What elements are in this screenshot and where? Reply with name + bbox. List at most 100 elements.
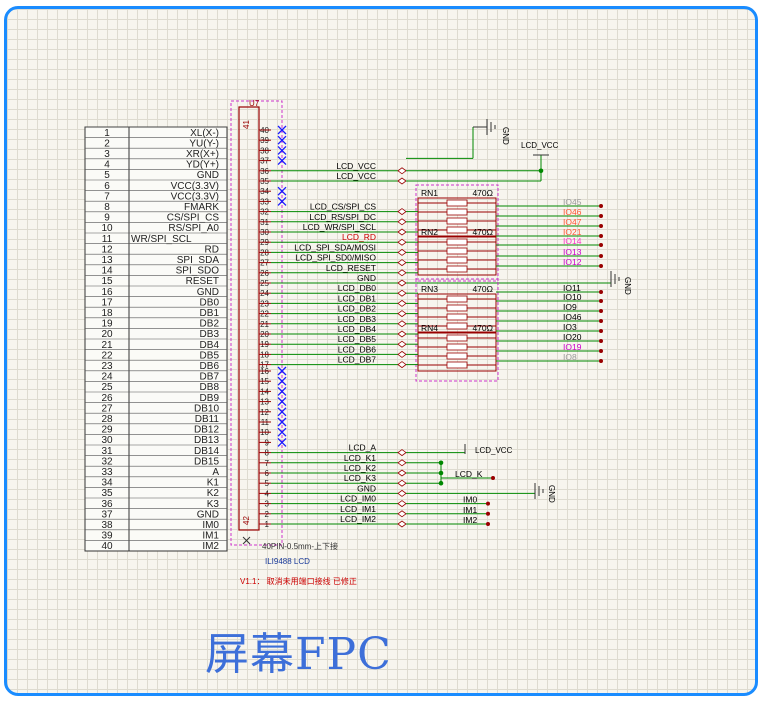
net-port <box>397 238 407 246</box>
k-endpoint <box>491 476 495 480</box>
net-label: LCD_DB5 <box>338 334 377 344</box>
net-port <box>397 177 407 185</box>
pin-table-number: 34 <box>101 478 113 489</box>
vcc-label: LCD_VCC <box>475 446 513 455</box>
pin-table-number: 9 <box>104 213 110 224</box>
io-label: IO13 <box>563 247 582 257</box>
io-endpoint <box>599 319 603 323</box>
pin-table-number: 36 <box>101 499 113 510</box>
io-label: IO3 <box>563 322 577 332</box>
net-port <box>397 479 407 487</box>
resistor-network-value: 470Ω <box>472 284 493 294</box>
pin-table-signal: GND <box>197 509 219 520</box>
connector-designator: U7 <box>249 99 260 108</box>
io-endpoint <box>599 254 603 258</box>
pin-table-number: 27 <box>101 403 113 414</box>
net-label: LCD_IM2 <box>340 514 376 524</box>
pin-table-signal: DB12 <box>194 425 219 436</box>
resistor-element <box>446 265 468 273</box>
io-endpoint <box>599 243 603 247</box>
pin-table-number: 31 <box>101 446 113 457</box>
net-label: LCD_DB0 <box>338 283 377 293</box>
nc-cross <box>277 135 287 145</box>
resistor-element <box>446 238 468 246</box>
net-port <box>397 228 407 236</box>
k-label: LCD_K <box>455 469 483 479</box>
pin-table-signal: SPI_SDA <box>177 255 220 266</box>
im-label: IM0 <box>463 495 477 505</box>
net-port <box>397 259 407 267</box>
nc-cross <box>242 536 251 545</box>
net-label: LCD_K3 <box>344 473 376 483</box>
net-port <box>397 289 407 297</box>
net-label: LCD_DB6 <box>338 344 377 354</box>
net-label: GND <box>357 273 376 283</box>
pin-table-number: 18 <box>101 308 113 319</box>
pin-table-number: 21 <box>101 340 113 351</box>
io-label: IO14 <box>563 236 582 246</box>
net-label: LCD_DB1 <box>338 293 377 303</box>
io-endpoint <box>599 214 603 218</box>
net-port <box>397 500 407 508</box>
net-port <box>397 469 407 477</box>
pin-table-number: 14 <box>101 266 113 277</box>
resistor-network-body <box>417 197 497 237</box>
pin-table-signal: SPI_SDO <box>176 266 220 277</box>
resistor-element <box>446 199 468 207</box>
io-endpoint <box>599 290 603 294</box>
net-label: LCD_VCC <box>336 171 376 181</box>
net-port <box>397 310 407 318</box>
pin-table-number: 28 <box>101 414 113 425</box>
io-endpoint <box>599 234 603 238</box>
pin-table-signal: DB9 <box>200 393 220 404</box>
pin-table-signal: K1 <box>207 478 220 489</box>
page-title: 屏幕FPC <box>205 629 392 680</box>
pin-table-signal: DB14 <box>194 446 219 457</box>
net-label: LCD_RESET <box>326 263 376 273</box>
pin-table-number: 23 <box>101 361 113 372</box>
im-endpoint <box>486 522 490 526</box>
pin-table-signal: DB11 <box>195 414 220 425</box>
net-label: LCD_IM0 <box>340 494 376 504</box>
pin-table-signal: DB4 <box>200 340 220 351</box>
net-port <box>397 218 407 226</box>
pin-table-number: 19 <box>101 319 113 330</box>
io-label: IO19 <box>563 342 582 352</box>
pin-table-signal: IM2 <box>202 541 219 552</box>
nc-cross <box>277 386 287 396</box>
io-label: IO12 <box>563 257 582 267</box>
io-label: IO21 <box>563 227 582 237</box>
net-port <box>397 510 407 518</box>
pin-table-signal: IM0 <box>202 520 219 531</box>
pin-table-signal: DB15 <box>194 456 219 467</box>
resistor-network-outline <box>415 184 499 282</box>
pin-table-signal: XR(X+) <box>186 149 219 160</box>
pin-table-number: 24 <box>101 372 113 383</box>
io-label: IO20 <box>563 332 582 342</box>
net-port <box>397 167 407 175</box>
gnd-label: GND <box>623 277 632 295</box>
pin-table-signal: K2 <box>207 488 220 499</box>
pin-table-number: 13 <box>101 255 113 266</box>
io-label: IO9 <box>563 302 577 312</box>
resistor-network-value: 470Ω <box>472 188 493 198</box>
net-label: LCD_RS/SPI_DC <box>309 212 376 222</box>
resistor-element <box>446 361 468 369</box>
pin-table-signal: DB10 <box>194 403 219 414</box>
net-label: GND <box>357 483 376 493</box>
net-port <box>397 279 407 287</box>
net-port <box>397 520 407 528</box>
net-port <box>397 361 407 369</box>
pin-table-number: 6 <box>104 181 110 192</box>
pin-table-signal: DB2 <box>200 319 220 330</box>
pin-table-signal: DB8 <box>200 382 220 393</box>
nc-cross <box>277 417 287 427</box>
resistor-element <box>446 256 468 264</box>
pin-table-signal: DB3 <box>200 329 220 340</box>
resistor-element <box>446 226 468 234</box>
io-endpoint <box>599 339 603 343</box>
pin-table-number: 40 <box>101 541 113 552</box>
pin-table-signal: DB7 <box>200 372 220 383</box>
resistor-network-name: RN1 <box>421 188 438 198</box>
resistor-network-outline <box>415 278 499 382</box>
